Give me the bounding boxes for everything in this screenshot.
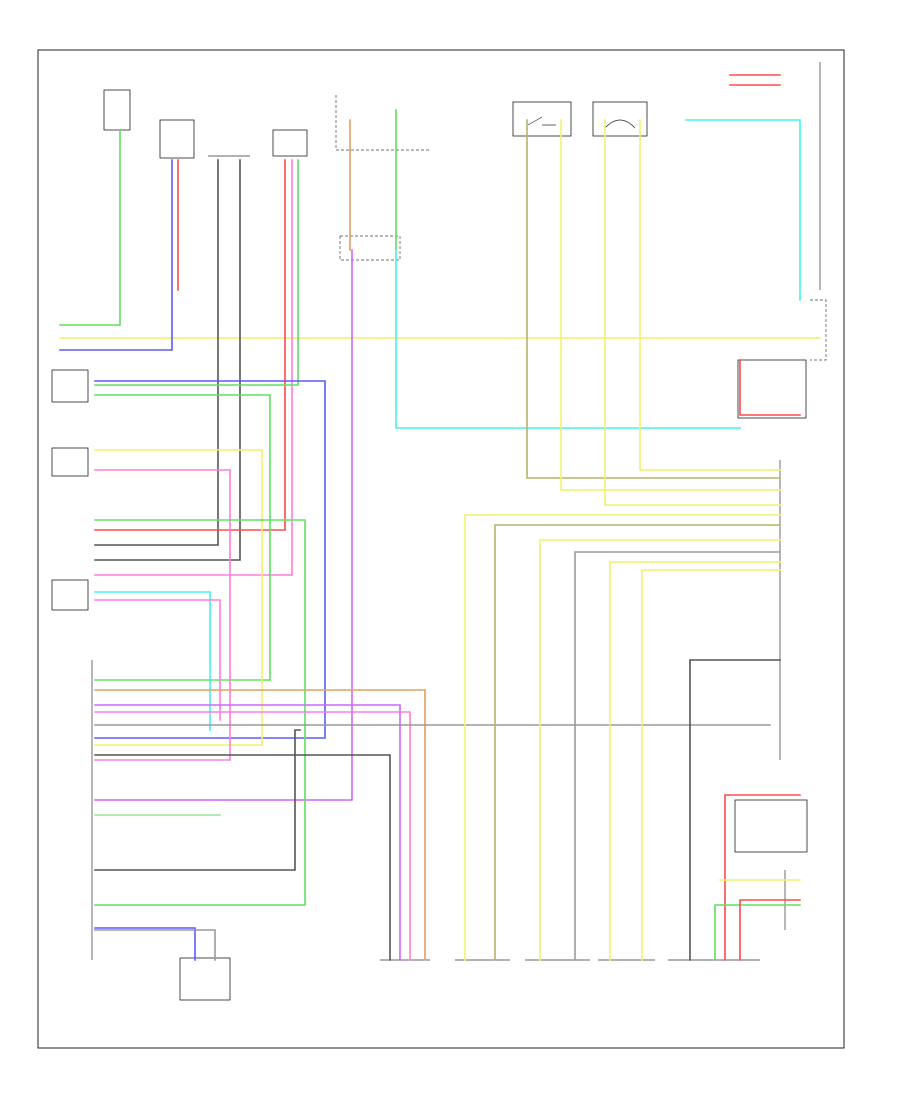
wires <box>59 74 821 961</box>
wire-yellow <box>604 119 781 506</box>
wire-dark <box>94 159 241 561</box>
wire-green <box>714 904 801 961</box>
wire-pink <box>94 599 221 721</box>
sensor-box <box>592 101 648 137</box>
wire-gray <box>574 551 781 961</box>
wire-blue <box>94 927 196 961</box>
wire-green <box>94 394 271 681</box>
wire-dark <box>94 754 391 961</box>
wire-olive <box>526 119 781 479</box>
connector-bracket <box>339 235 401 261</box>
wire-yellow <box>639 119 781 471</box>
connector-block <box>51 447 89 477</box>
wire-green <box>94 159 299 386</box>
wire-yellow <box>609 561 781 961</box>
wire-green <box>59 129 121 326</box>
wire-yellow <box>641 569 781 961</box>
wire-dark <box>94 159 219 546</box>
wire-yellow <box>464 514 781 961</box>
wire-red <box>724 794 801 961</box>
left-connectors <box>51 369 231 1001</box>
wire-dark <box>689 659 781 961</box>
wire-cyan <box>94 591 211 731</box>
bottom-connector <box>179 957 231 1001</box>
wire-gray <box>94 929 216 961</box>
wire-olive <box>494 524 781 961</box>
wire-yellow <box>94 449 263 746</box>
wire-blue <box>59 159 173 351</box>
right-module <box>737 359 807 419</box>
wire-violet <box>94 704 401 961</box>
wire-blue <box>94 380 326 739</box>
wire-pink <box>94 711 411 961</box>
component-box <box>272 129 308 157</box>
wire-cyan <box>395 249 741 429</box>
switch-box <box>512 101 572 137</box>
wire-red <box>94 159 286 531</box>
wire-pink <box>94 469 231 761</box>
right-components <box>734 62 827 930</box>
wire-pink <box>94 159 293 576</box>
wire-cyan <box>685 119 801 301</box>
wire-dark <box>94 729 301 871</box>
wire-yellow <box>539 539 781 961</box>
wire-yellow <box>560 119 781 491</box>
switch-symbol <box>527 116 556 126</box>
top-components <box>103 89 648 261</box>
diagram-frame <box>37 49 845 1049</box>
component-box <box>159 119 195 159</box>
wire-violet <box>94 249 353 801</box>
right-module <box>734 799 808 853</box>
connector-block <box>51 579 89 611</box>
wire-orange <box>94 689 426 961</box>
sensor-symbol <box>604 119 636 129</box>
connector-block <box>51 369 89 403</box>
component-box <box>103 89 131 131</box>
wire-red <box>739 899 801 961</box>
right-connector-bracket <box>810 299 827 361</box>
component-box <box>335 95 430 151</box>
wire-red <box>739 359 801 416</box>
